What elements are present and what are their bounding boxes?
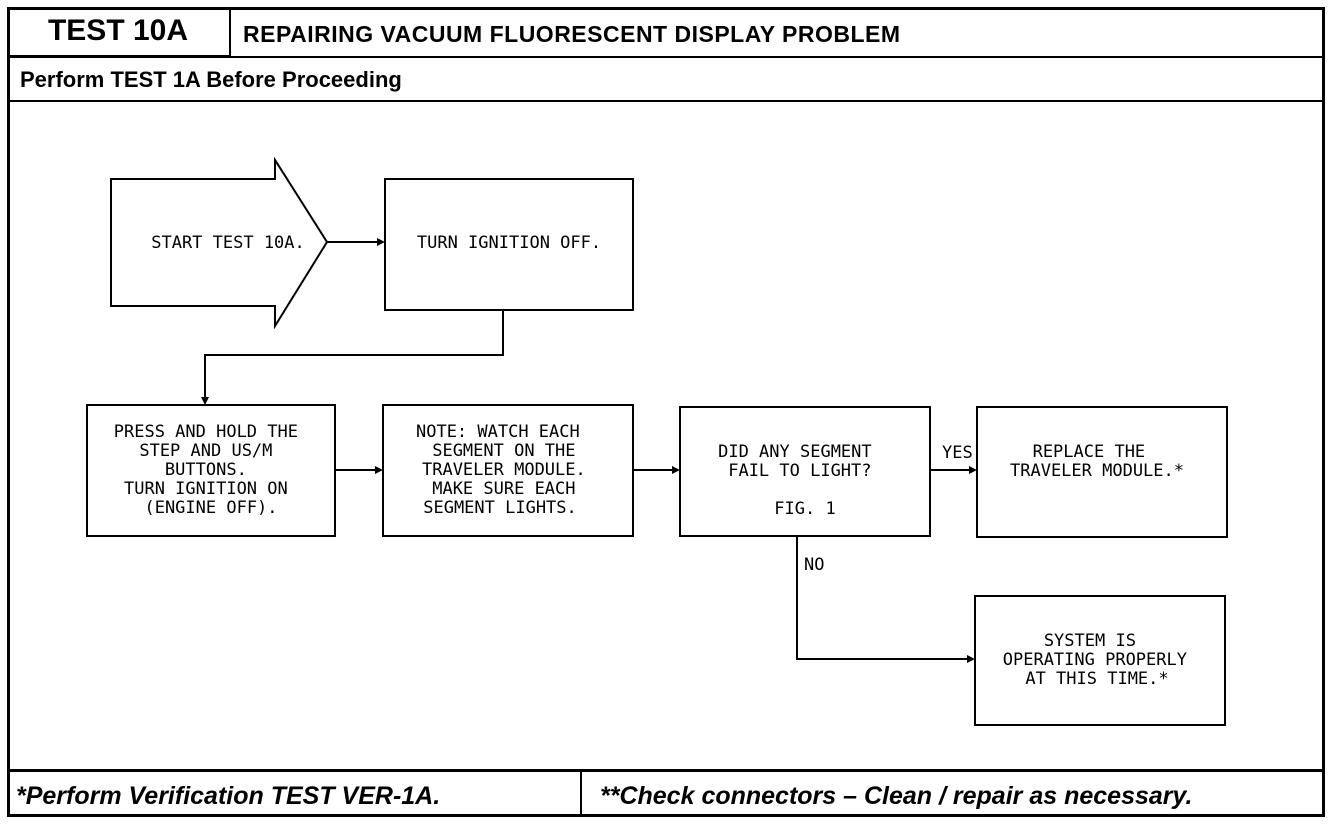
- decision-line: FAIL TO LIGHT?: [728, 461, 871, 481]
- result-system-ok-line: SYSTEM IS: [1044, 631, 1136, 651]
- decision-text: DID ANY SEGMENT FAIL TO LIGHT? FIG. 1: [718, 442, 882, 519]
- decision-line: DID ANY SEGMENT: [718, 442, 872, 462]
- step-press-hold-line: STEP AND US/M: [139, 441, 272, 461]
- footer-column-divider: [580, 770, 582, 815]
- page-title: REPAIRING VACUUM FLUORESCENT DISPLAY PRO…: [243, 21, 901, 47]
- step-note-line: TRAVELER MODULE.: [422, 460, 586, 480]
- step-note-text: NOTE: WATCH EACH SEGMENT ON THE TRAVELER…: [416, 422, 596, 518]
- step-note-line: NOTE: WATCH EACH: [416, 422, 580, 442]
- step-press-hold-box: [86, 404, 336, 537]
- result-replace-line: REPLACE THE: [1033, 442, 1146, 462]
- footer-divider: [7, 769, 1325, 772]
- step-ignition-off-box: [384, 178, 634, 311]
- step-ignition-off-label: TURN IGNITION OFF.: [417, 233, 601, 253]
- result-system-ok-text: SYSTEM IS OPERATING PROPERLY AT THIS TIM…: [1003, 631, 1197, 689]
- header-divider: [7, 56, 1325, 58]
- no-label: NO: [804, 555, 824, 575]
- arrowhead: [201, 397, 209, 405]
- decision-box: [679, 406, 931, 537]
- arrowhead: [969, 466, 977, 474]
- step-note-box: [382, 404, 634, 537]
- procedure-sheet: [7, 7, 1325, 817]
- connector-ignition-to-press: [204, 310, 504, 398]
- connector-no: [796, 536, 968, 660]
- step-press-hold-line: (ENGINE OFF).: [144, 498, 277, 518]
- result-system-ok-line: AT THIS TIME.*: [1025, 669, 1168, 689]
- arrowhead: [375, 466, 383, 474]
- footer-verification-note: *Perform Verification TEST VER-1A.: [16, 782, 441, 810]
- yes-label: YES: [942, 443, 973, 463]
- arrowhead: [967, 655, 975, 663]
- arrowhead: [377, 238, 385, 246]
- result-replace-box: [976, 406, 1228, 538]
- result-replace-line: TRAVELER MODULE.*: [1010, 461, 1184, 481]
- step-press-hold-line: PRESS AND HOLD THE: [114, 422, 298, 442]
- start-arrow-shape: [110, 156, 329, 330]
- step-press-hold-line: TURN IGNITION ON: [124, 479, 288, 499]
- decision-line: FIG. 1: [774, 499, 835, 519]
- step-note-line: SEGMENT ON THE: [432, 441, 575, 461]
- step-note-line: SEGMENT LIGHTS.: [423, 498, 577, 518]
- start-label: START TEST 10A.: [151, 233, 305, 253]
- subheader-divider: [7, 100, 1325, 102]
- arrowhead: [672, 466, 680, 474]
- prerequisite-note: Perform TEST 1A Before Proceeding: [20, 67, 402, 92]
- step-press-hold-line: BUTTONS.: [165, 460, 247, 480]
- step-note-line: MAKE SURE EACH: [432, 479, 575, 499]
- footer-connector-note: **Check connectors – Clean / repair as n…: [600, 782, 1193, 810]
- result-replace-text: REPLACE THE TRAVELER MODULE.*: [1010, 442, 1184, 481]
- result-system-ok-box: [974, 595, 1226, 726]
- step-press-hold-text: PRESS AND HOLD THE STEP AND US/M BUTTONS…: [114, 422, 308, 518]
- result-system-ok-line: OPERATING PROPERLY: [1003, 650, 1187, 670]
